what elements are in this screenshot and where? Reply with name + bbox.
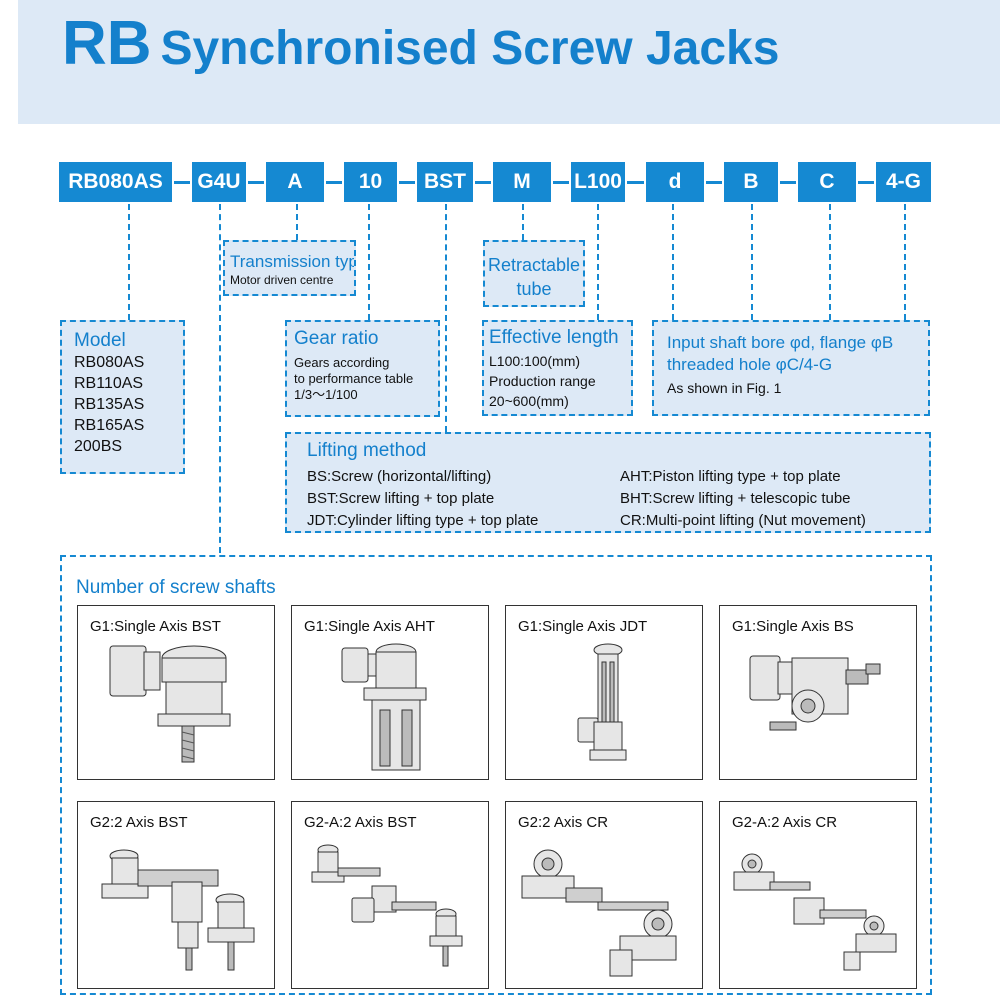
shaft-card-g1-bst: G1:Single Axis BST <box>77 605 275 780</box>
connector-thread <box>829 204 831 320</box>
code-part-thread: C <box>798 162 856 202</box>
jack-illustration-icon <box>101 849 255 971</box>
lifting-method-box: Lifting method BS:Screw (horizontal/lift… <box>285 432 931 533</box>
model-item: RB165AS <box>74 417 145 434</box>
connector-tube <box>522 204 524 240</box>
retractable-box: Retractable tube <box>483 240 585 307</box>
card-label: G1:Single Axis AHT <box>304 618 435 635</box>
retractable-line1: Retractable <box>487 255 581 275</box>
card-label: G1:Single Axis BST <box>90 618 221 635</box>
code-dash <box>174 181 190 184</box>
screw-shafts-panel: Number of screw shafts G1:Single Axis BS… <box>60 555 932 995</box>
model-item: 200BS <box>74 438 123 455</box>
model-heading: Model <box>74 330 126 351</box>
connector-holes <box>904 204 906 320</box>
connector-gear <box>368 204 370 320</box>
model-box: Model RB080AS RB110AS RB135AS RB165AS 20… <box>60 320 185 474</box>
lifting-option: BST:Screw lifting + top plate <box>307 490 495 507</box>
shaft-card-g1-jdt: G1:Single Axis JDT <box>505 605 703 780</box>
effective-line: L100:100(mm) <box>489 353 581 369</box>
code-dash <box>780 181 796 184</box>
code-dash <box>553 181 569 184</box>
code-part-flange: B <box>724 162 778 202</box>
shaft-card-g2-cr: G2:2 Axis CR <box>505 801 703 989</box>
gear-ratio-box: Gear ratio Gears according to performanc… <box>285 320 440 417</box>
code-dash <box>627 181 644 184</box>
code-part-holes: 4-G <box>876 162 931 202</box>
gear-line: 1/3～1/100 <box>294 387 358 402</box>
code-part-transmission: A <box>266 162 324 202</box>
input-shaft-box: Input shaft bore φd, flange φB threaded … <box>652 320 930 416</box>
code-part-length: L100 <box>571 162 625 202</box>
card-label: G2:2 Axis BST <box>90 814 188 831</box>
lifting-left-column: BS:Screw (horizontal/lifting) BST:Screw … <box>307 466 539 531</box>
code-part-gear: 10 <box>344 162 397 202</box>
lifting-option: JDT:Cylinder lifting type + top plate <box>307 512 539 529</box>
transmission-box: Transmission type Motor driven centre <box>223 240 356 296</box>
effective-length-box: Effective length L100:100(mm) Production… <box>482 320 633 416</box>
card-label: G1:Single Axis BS <box>732 618 854 635</box>
lifting-option: CR:Multi-point lifting (Nut movement) <box>620 512 866 529</box>
effective-line: 20~600(mm) <box>489 393 569 409</box>
jack-illustration-icon <box>109 645 231 763</box>
shafts-heading: Number of screw shafts <box>76 577 276 598</box>
card-label: G2:2 Axis CR <box>518 814 609 831</box>
input-line3: As shown in Fig. 1 <box>667 380 782 396</box>
title-main: Synchronised Screw Jacks <box>160 22 780 75</box>
input-line1: Input shaft bore φd, flange φB <box>667 333 894 352</box>
jack-illustration-icon <box>749 655 881 731</box>
jack-illustration-icon <box>733 853 897 971</box>
input-line2: threaded hole φC/4-G <box>667 355 833 374</box>
lifting-option: AHT:Piston lifting type + top plate <box>620 468 841 485</box>
model-item: RB135AS <box>74 396 145 413</box>
gear-heading: Gear ratio <box>294 328 379 349</box>
jack-illustration-icon <box>341 643 427 771</box>
lifting-option: BHT:Screw lifting + telescopic tube <box>620 490 851 507</box>
model-item: RB080AS <box>74 354 145 371</box>
connector-shafts <box>219 204 221 553</box>
shaft-card-g2-a-cr: G2-A:2 Axis CR <box>719 801 917 989</box>
code-part-shafts: G4U <box>192 162 246 202</box>
connector-length <box>597 204 599 320</box>
code-dash <box>475 181 491 184</box>
card-label: G2-A:2 Axis BST <box>304 814 417 831</box>
code-dash <box>858 181 874 184</box>
shaft-card-g2-bst: G2:2 Axis BST <box>77 801 275 989</box>
effective-line: Production range <box>489 373 596 389</box>
connector-lifting <box>445 204 447 432</box>
code-part-lifting: BST <box>417 162 473 202</box>
lifting-right-column: AHT:Piston lifting type + top plate BHT:… <box>620 466 866 531</box>
code-dash <box>706 181 722 184</box>
card-label: G1:Single Axis JDT <box>518 618 648 635</box>
retractable-line2: tube <box>516 279 552 299</box>
connector-flange <box>751 204 753 320</box>
lifting-heading: Lifting method <box>307 440 427 461</box>
connector-model <box>128 204 130 320</box>
code-part-tube: M <box>493 162 551 202</box>
effective-heading: Effective length <box>489 327 619 348</box>
shaft-card-g2-a-bst: G2-A:2 Axis BST <box>291 801 489 989</box>
shaft-card-g1-aht: G1:Single Axis AHT <box>291 605 489 780</box>
jack-illustration-icon <box>521 849 677 977</box>
code-dash <box>326 181 342 184</box>
connector-bore <box>672 204 674 320</box>
jack-illustration-icon <box>577 643 627 761</box>
title-prefix: RB <box>62 9 152 78</box>
transmission-heading: Transmission type <box>230 252 356 271</box>
card-label: G2-A:2 Axis CR <box>732 814 838 831</box>
transmission-text: Motor driven centre <box>230 273 334 287</box>
code-dash <box>399 181 415 184</box>
jack-illustration-icon <box>311 844 463 967</box>
header-banner: RB Synchronised Screw Jacks <box>18 0 1000 124</box>
model-item: RB110AS <box>74 375 144 392</box>
gear-line: to performance table <box>294 371 414 386</box>
page-title: RB Synchronised Screw Jacks <box>62 8 779 79</box>
code-part-bore: d <box>646 162 704 202</box>
shaft-card-g1-bs: G1:Single Axis BS <box>719 605 917 780</box>
code-part-model: RB080AS <box>59 162 172 202</box>
connector-transmission <box>296 204 298 240</box>
code-dash <box>248 181 264 184</box>
gear-line: Gears according <box>294 355 390 370</box>
lifting-option: BS:Screw (horizontal/lifting) <box>307 468 492 485</box>
